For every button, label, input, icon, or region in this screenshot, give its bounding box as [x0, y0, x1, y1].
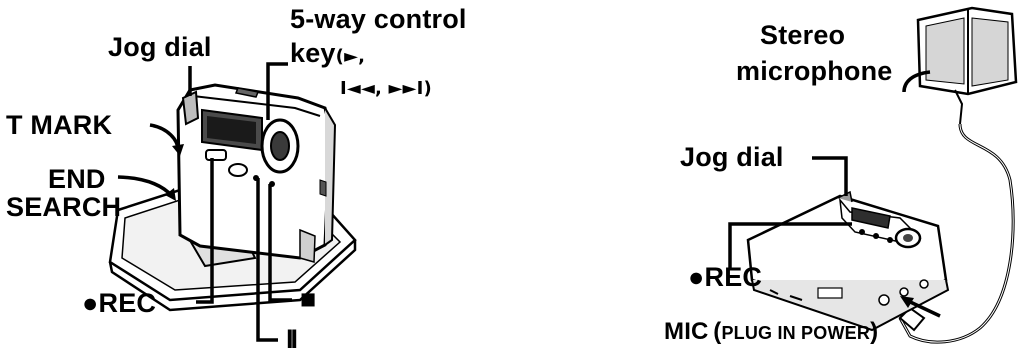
- jog-dial-label-left: Jog dial: [108, 32, 212, 62]
- mic-label: MIC (PLUG IN POWER): [664, 318, 878, 346]
- comma-1: ,: [358, 46, 366, 67]
- mic-paren-close: ): [870, 318, 879, 345]
- five-way-control-label-line2: key(►,: [290, 38, 365, 69]
- prev-symbol: I◄◄: [340, 78, 375, 99]
- five-way-control-label-line1: 5-way control: [290, 4, 467, 34]
- right-leader-lines: [728, 70, 941, 318]
- next-symbol: ►►I: [388, 78, 424, 99]
- rec-dot-right: ●: [688, 262, 705, 292]
- mic-text: MIC: [664, 318, 709, 345]
- microphone-label: microphone: [736, 56, 893, 86]
- skip-symbols-line: I◄◄, ►►I): [340, 78, 432, 99]
- key-label: key: [290, 38, 336, 68]
- plug-in-power-text: PLUG IN POWER: [721, 323, 871, 343]
- stop-symbol-label: ■: [300, 284, 317, 314]
- stereo-label: Stereo: [760, 20, 846, 50]
- comma-2: ,: [374, 78, 383, 99]
- end-label: END: [48, 164, 106, 194]
- mic-paren-open: (: [713, 318, 722, 345]
- paren-close: ): [423, 78, 432, 99]
- t-mark-label: T MARK: [6, 110, 113, 140]
- md-player-standing: [176, 83, 337, 263]
- play-symbol: ►: [344, 46, 359, 67]
- md-player-flat: [746, 190, 950, 332]
- pause-symbol-label: II: [286, 324, 298, 354]
- rec-label-left: ●REC: [82, 288, 156, 319]
- jog-dial-label-right: Jog dial: [680, 142, 784, 172]
- search-label: SEARCH: [6, 192, 122, 222]
- rec-text-left: REC: [98, 288, 157, 318]
- rec-label-right: ●REC: [688, 262, 762, 293]
- rec-text-right: REC: [704, 262, 763, 292]
- left-leader-lines: [117, 62, 292, 342]
- rec-dot-left: ●: [82, 288, 99, 318]
- stereo-microphone: [916, 6, 1018, 125]
- paren-open: (: [335, 46, 345, 67]
